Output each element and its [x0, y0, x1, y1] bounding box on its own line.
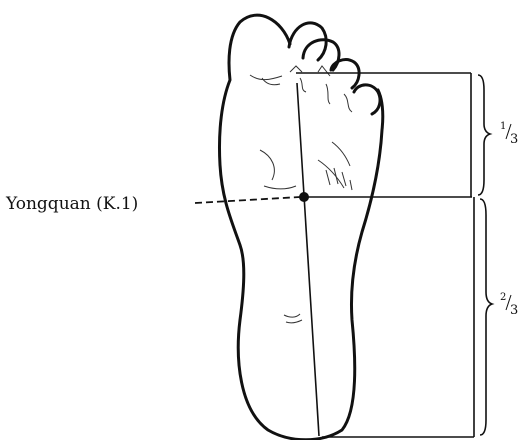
- point-label: Yongquan (K.1): [5, 194, 138, 214]
- lower-fraction-numerator: 2: [500, 292, 506, 303]
- foot-sole-outline: [219, 15, 382, 440]
- lower-fraction-denominator: 3: [510, 303, 518, 318]
- proportion-lines: [296, 73, 474, 437]
- point-leader-line: [195, 197, 300, 203]
- lower-brace: [480, 199, 492, 435]
- upper-fraction-label: 1 3: [500, 121, 518, 147]
- lower-fraction-label: 2 3: [500, 292, 518, 318]
- upper-fraction-denominator: 3: [510, 132, 518, 147]
- sole-axis-line: [297, 83, 319, 436]
- yongquan-point-marker: [299, 192, 309, 202]
- upper-fraction-numerator: 1: [500, 121, 506, 132]
- upper-brace: [478, 75, 490, 195]
